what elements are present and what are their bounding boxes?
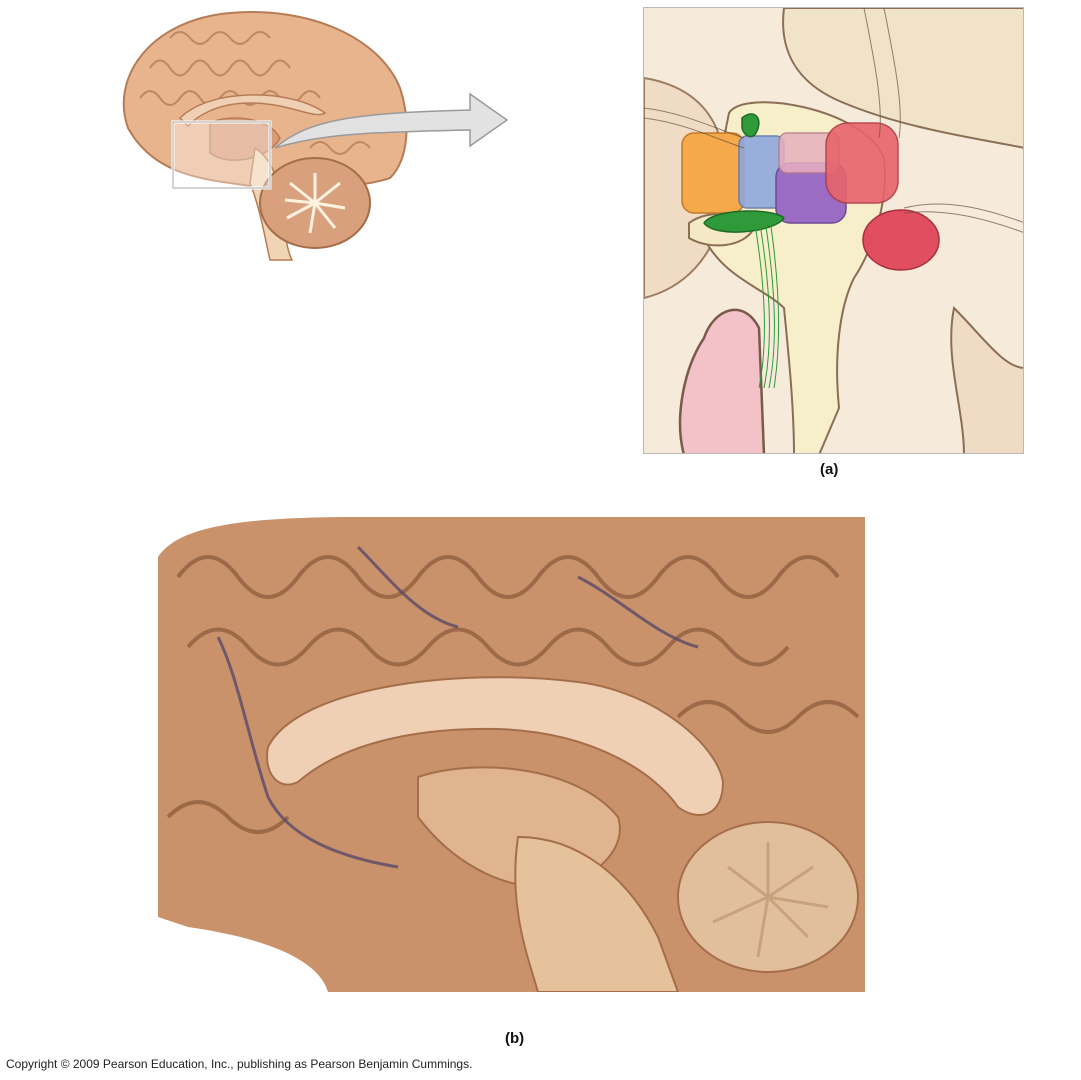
brain-sagittal-illustration xyxy=(110,8,510,263)
brain-section-photo xyxy=(158,517,865,992)
panel-a-label: (a) xyxy=(820,461,839,478)
copyright-notice: Copyright © 2009 Pearson Education, Inc.… xyxy=(6,1057,473,1071)
corpus-callosum xyxy=(178,94,327,128)
panel-b-label: (b) xyxy=(505,1030,525,1047)
zoom-region-box xyxy=(171,120,272,190)
mammillary-body xyxy=(862,209,940,271)
corpus-callosum xyxy=(266,676,725,816)
nucleus-red xyxy=(825,122,899,204)
brainstem xyxy=(514,835,680,992)
hypothalamus-zoom-illustration xyxy=(643,7,1024,454)
green-nucleus xyxy=(703,113,785,233)
pituitary xyxy=(678,308,766,453)
zoom-arrow-icon xyxy=(274,92,509,149)
